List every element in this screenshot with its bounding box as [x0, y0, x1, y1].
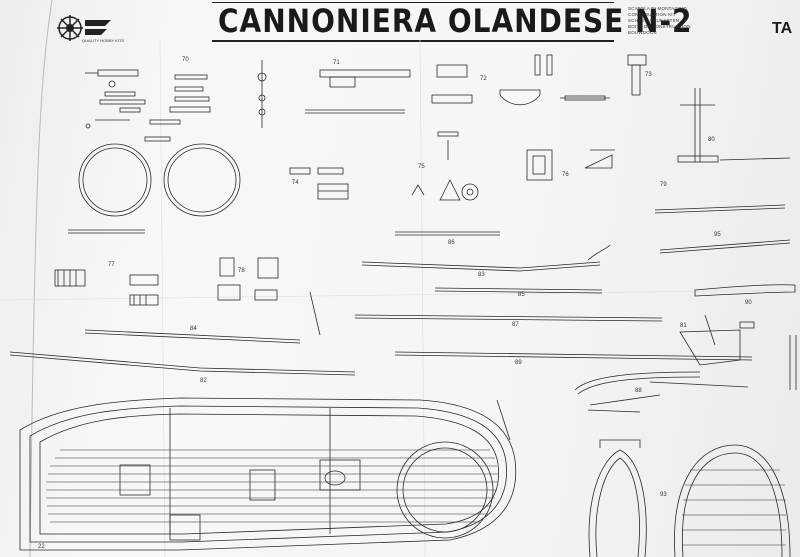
part-group-74: [289, 131, 479, 201]
subtitle-block: SCATOLA DI MONTAGGIO CONSTRUCTION KIT SC…: [628, 6, 728, 36]
subtitle-line: SCHNELLBAUKASTEN: [628, 18, 680, 23]
part-group-71: [257, 60, 411, 128]
part-label: 70: [182, 57, 189, 63]
title-underline: [212, 40, 614, 42]
part-label: 71: [333, 60, 340, 66]
subtitle-line: CONSTRUCTION KIT: [628, 12, 676, 17]
part-label: 79: [660, 182, 667, 188]
part-label: 95: [714, 232, 721, 238]
brand-logo-icon: [55, 14, 115, 44]
part-label: 85: [518, 292, 525, 298]
part-label: 22: [38, 544, 45, 550]
part-label: 87: [512, 322, 519, 328]
part-label: 90: [745, 300, 752, 306]
part-label: 88: [635, 388, 642, 394]
subtitle-line: BOITE DE CONSTRUCTION: [628, 24, 691, 29]
part-label: 78: [238, 268, 245, 274]
part-group-90: [679, 314, 797, 390]
part-label: 80: [708, 137, 715, 143]
part-group-77: [54, 257, 279, 306]
subtitle-line: SCATOLA DI MONTAGGIO: [628, 6, 688, 11]
page-title: CANNONIERA OLANDESE N-2: [218, 2, 693, 40]
part-label: 76: [562, 172, 569, 178]
logo-caption: QUALITY HOBBY KITS: [82, 38, 125, 43]
part-label: 73: [645, 72, 652, 78]
ring-u: [163, 143, 241, 217]
part-label: 82: [200, 378, 207, 384]
part-label: 84: [190, 326, 197, 332]
subtitle-line: BOUWDOOS: [628, 30, 657, 35]
ring-t: [78, 143, 152, 217]
part-label: 86: [448, 240, 455, 246]
part-group-86: [677, 88, 791, 163]
title-overline: [212, 2, 614, 3]
corner-label: TA: [772, 20, 793, 37]
part-label: 93: [660, 492, 667, 498]
rail-part: [574, 371, 701, 391]
part-group-72: [431, 54, 647, 106]
part-label: 81: [680, 323, 687, 329]
part-label: 77: [108, 262, 115, 268]
part-label: 74: [292, 180, 299, 186]
part-label: 72: [480, 76, 487, 82]
part-label: 75: [418, 164, 425, 170]
deck-plan: [19, 397, 517, 551]
part-label: 89: [515, 360, 522, 366]
part-group-70: [85, 69, 211, 142]
part-label: 83: [478, 272, 485, 278]
hull-section-93: [588, 439, 791, 557]
part-group-78: [526, 149, 615, 181]
spar-82: [9, 351, 356, 373]
spar-83: [361, 261, 601, 269]
